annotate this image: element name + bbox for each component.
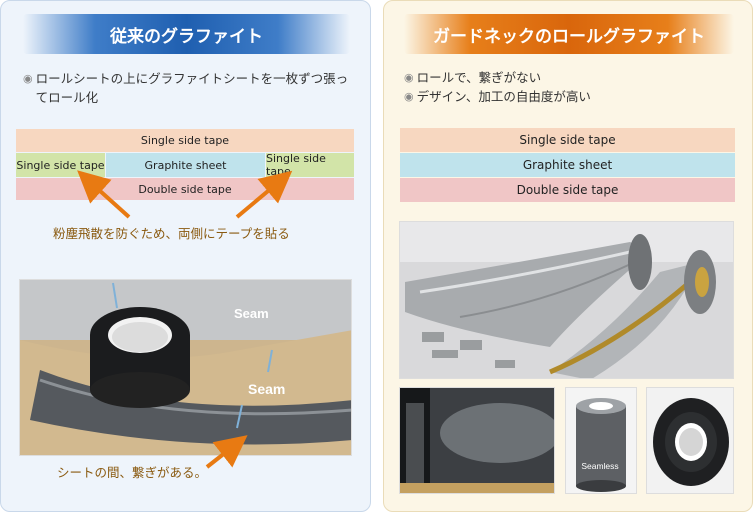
arrow-right <box>235 170 293 219</box>
single-side-tape-left: Single side tape <box>16 153 105 177</box>
roll-graphite-panel: ガードネックのロールグラファイト ◉ロールで、繋ぎがない ◉デザイン、加工の自由… <box>383 0 753 512</box>
arrow-left <box>77 170 131 219</box>
graphite-sheet-photo <box>399 387 555 494</box>
roll-graphite-photo <box>399 221 734 379</box>
seam-label-1: Seam <box>234 306 269 321</box>
sheet-photo-illustration <box>400 388 554 493</box>
seamless-roll-illustration: Seamless <box>566 388 636 493</box>
single-side-tape-top: Single side tape <box>16 129 354 152</box>
bullet-text: デザイン、加工の自由度が高い <box>416 89 591 104</box>
seam-arrow <box>205 435 248 469</box>
seam-label-2: Seam <box>248 381 285 397</box>
seamless-label: Seamless <box>581 461 618 471</box>
conventional-roll-photo: Seam Seam <box>19 279 352 456</box>
layer-double-side-tape: Double side tape <box>400 178 735 202</box>
graphite-sheet: Graphite sheet <box>106 153 265 177</box>
bullet-text: ロールシートの上にグラファイトシートを一枚ずつ張ってロール化 <box>35 71 349 105</box>
seam-arrow-overlay <box>205 435 248 469</box>
roll-photo-illustration <box>400 222 733 378</box>
roll-end-illustration <box>647 388 733 493</box>
conventional-graphite-panel: 従来のグラファイト ◉ロールシートの上にグラファイトシートを一枚ずつ張ってロール… <box>0 0 371 512</box>
conventional-title: 従来のグラファイト <box>23 14 350 54</box>
roll-photo-illustration: Seam Seam <box>20 280 351 455</box>
bullet-icon: ◉ <box>404 90 414 103</box>
bullet-text: ロールで、繋ぎがない <box>416 70 542 85</box>
arrows-overlay <box>77 170 293 219</box>
layer-single-side-tape: Single side tape <box>400 128 735 152</box>
layer-graphite-sheet: Graphite sheet <box>400 153 735 177</box>
roll-end-photo <box>646 387 734 494</box>
conventional-bullet: ◉ロールシートの上にグラファイトシートを一枚ずつ張ってロール化 <box>23 69 363 107</box>
bullet-icon: ◉ <box>23 72 33 85</box>
roll-graphite-bullets: ◉ロールで、繋ぎがない ◉デザイン、加工の自由度が高い <box>404 68 734 106</box>
tape-note: 粉塵飛散を防ぐため、両側にテープを貼る <box>53 226 290 241</box>
roll-graphite-title: ガードネックのロールグラファイト <box>404 14 734 54</box>
seam-note: シートの間、繋ぎがある。 <box>57 465 208 480</box>
bullet-icon: ◉ <box>404 71 414 84</box>
seamless-roll-photo: Seamless <box>565 387 637 494</box>
